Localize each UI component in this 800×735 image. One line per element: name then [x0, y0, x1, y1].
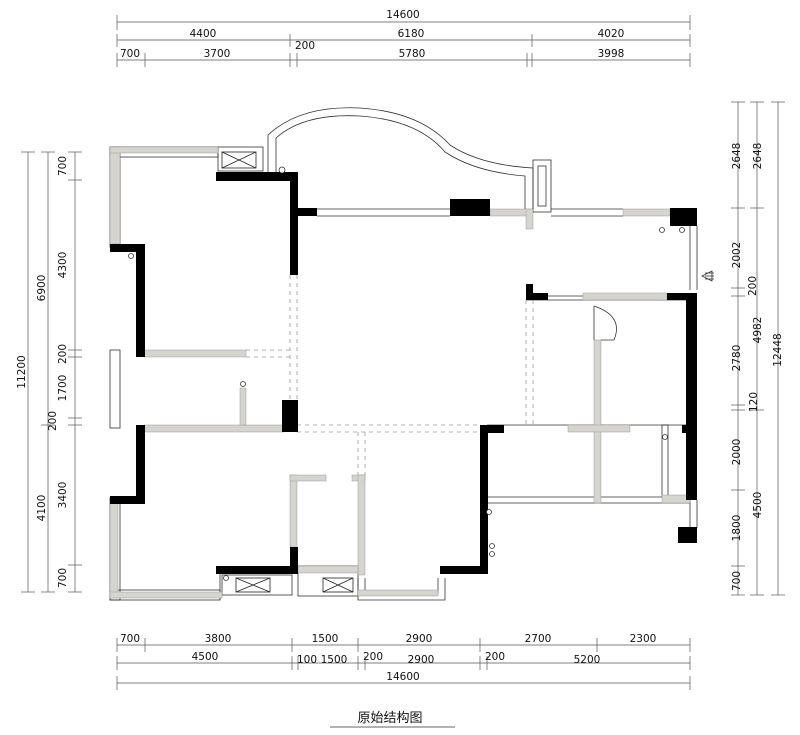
dim-left-inner: 200 [57, 344, 69, 364]
dim-top-row3: 200 [295, 40, 315, 52]
bottom-dimension-lines [116, 638, 691, 690]
drawing-title: 原始结构图 [357, 711, 422, 726]
dim-right-inner: 1800 [731, 515, 743, 542]
dim-bottom-total: 14600 [386, 671, 419, 683]
dim-left-inner: 700 [57, 156, 69, 176]
dim-left-inner: 700 [57, 568, 69, 588]
pipe-markers [128, 166, 685, 581]
dim-left-outer: 11200 [16, 355, 28, 388]
dim-bottom-row2: 5200 [574, 654, 601, 666]
dim-right-inner: 120 [748, 392, 760, 412]
left-dimension-texts: 11200 6900 4100 700 4300 200 1700 200 34… [16, 156, 69, 588]
dim-left-inner: 1700 [57, 375, 69, 402]
dim-left-inner: 200 [47, 411, 59, 431]
dim-left-inner: 4300 [57, 252, 69, 279]
dim-right-inner: 2002 [731, 242, 743, 269]
dim-left-mid: 6900 [36, 275, 48, 302]
dim-top-row2: 6180 [398, 28, 425, 40]
dim-top-row2: 4400 [190, 28, 217, 40]
dim-right-inner: 2648 [731, 143, 743, 170]
right-dimension-texts: 2648 2002 200 2780 120 2000 1800 700 264… [731, 143, 784, 591]
dim-bottom-row1: 2700 [525, 633, 552, 645]
dim-right-outer: 12448 [772, 333, 784, 366]
dim-bottom-row2: 2900 [408, 654, 435, 666]
dim-right-inner: 700 [731, 571, 743, 591]
dim-bottom-row1: 1500 [312, 633, 339, 645]
dashed-openings [246, 275, 534, 475]
dim-bottom-row1: 2300 [630, 633, 657, 645]
dim-top-row3: 3998 [598, 48, 625, 60]
bottom-dimension-texts: 700 3800 1500 2900 2700 2300 4500 100 15… [120, 633, 656, 683]
dim-top-row3: 5780 [399, 48, 426, 60]
dim-bottom-row2: 200 [363, 651, 383, 663]
dim-left-mid: 4100 [36, 495, 48, 522]
dim-bottom-row1: 2900 [406, 633, 433, 645]
left-dimension-lines [21, 151, 82, 593]
dim-bottom-row2: 200 [485, 651, 505, 663]
dim-right-mid: 4500 [752, 492, 764, 519]
dim-right-inner: 2000 [731, 439, 743, 466]
dim-bottom-row1: 3800 [205, 633, 232, 645]
top-dimension-texts: 14600 4400 6180 4020 700 3700 200 5780 3… [120, 9, 624, 60]
entrance-arrow-icon [701, 270, 714, 282]
dim-top-row3: 3700 [204, 48, 231, 60]
structural-walls [110, 172, 697, 574]
dim-bottom-row2: 4500 [192, 651, 219, 663]
dim-right-inner: 2780 [731, 345, 743, 372]
dim-bottom-row1: 700 [120, 633, 140, 645]
partition-walls [109, 146, 691, 599]
dim-top-row3: 700 [120, 48, 140, 60]
dim-bottom-row2: 1500 [321, 654, 348, 666]
dim-bottom-row2: 100 [297, 654, 317, 666]
right-dimension-lines [731, 101, 785, 596]
dim-right-inner: 200 [747, 276, 759, 296]
top-dimension-lines [116, 15, 691, 67]
dim-left-inner: 3400 [57, 482, 69, 509]
dim-right-mid: 2648 [752, 143, 764, 170]
dim-right-mid: 4982 [752, 317, 764, 344]
window-unit-markers [221, 151, 354, 593]
door-swing [593, 305, 617, 341]
dim-top-total: 14600 [386, 9, 419, 21]
dim-top-row2: 4020 [598, 28, 625, 40]
